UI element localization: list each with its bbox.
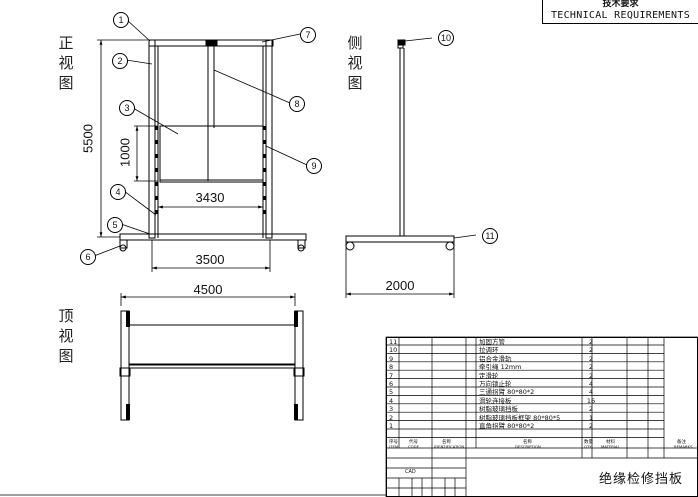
bom-item-name: 加固方管 <box>479 338 505 346</box>
balloon-9: 9 <box>306 158 322 174</box>
bom-item-no: 10 <box>389 346 398 355</box>
dimension-base-width: 3500 <box>195 252 225 267</box>
bom-item-name: 拉调环 <box>479 346 499 355</box>
bom-item-name: 铝合金滑轨 <box>479 354 512 363</box>
bom-item-no: 1 <box>389 422 394 430</box>
bom-item-name: 树脂玻璃挡板 <box>479 405 518 414</box>
balloon-4: 4 <box>110 184 126 200</box>
bom-header-code-en: CODE <box>408 444 419 449</box>
front-view <box>119 39 307 252</box>
bom-header-description: 名称 <box>523 440 532 445</box>
front-left-post <box>148 39 156 239</box>
bom-item-qty: 2 <box>588 346 594 355</box>
bom-header-item: 序号 <box>389 440 398 445</box>
bom-item-qty: 1 <box>588 413 594 422</box>
bom-item-qty: 2 <box>588 422 594 430</box>
dimension-inner-width: 3430 <box>195 190 225 205</box>
technical-requirements-title-cn: 技术要求 <box>602 0 639 9</box>
bom-header-material-en: MATERIAL <box>601 444 620 449</box>
balloon-5: 5 <box>107 217 123 233</box>
front-view-label: 正视图 <box>58 34 74 92</box>
side-base-bar <box>345 235 455 243</box>
balloon-1: 1 <box>113 12 129 28</box>
bom-header-code: 代号 <box>409 440 418 445</box>
bom-item-no: 3 <box>389 405 394 414</box>
balloon-7: 7 <box>300 27 316 43</box>
bom-item-name: 滑轮连接板 <box>479 396 512 405</box>
bom-header-remarks: 备注 <box>677 440 686 445</box>
technical-requirements-title-en: TECHNICAL REQUIREMENTS <box>550 10 691 21</box>
bom-item-name: 直角拐臂 80*80*2 <box>479 422 535 430</box>
bom-item-no: 9 <box>389 354 394 363</box>
balloon-8: 8 <box>289 96 305 112</box>
bom-header-identification-en: IDENTIFICATION <box>434 444 465 449</box>
bom-header-qty: 数量 <box>584 440 593 445</box>
side-view <box>345 37 477 298</box>
bom-item-qty: 2 <box>588 371 594 380</box>
balloon-2: 2 <box>112 53 128 69</box>
bom-item-no: 4 <box>389 396 394 405</box>
dimension-side-depth: 2000 <box>385 278 415 293</box>
bom-item-name: 定滑轮 <box>479 371 499 380</box>
title-block-mark: CAD <box>405 469 416 475</box>
dimension-top-width: 4500 <box>193 282 223 297</box>
bom-item-qty: 4 <box>588 380 594 388</box>
bom-item-name: 三通拐臂 80*80*2 <box>479 388 535 397</box>
bom-header-item-en: ITEM <box>389 444 399 449</box>
bom-item-name: 万向锁止轮 <box>479 380 512 388</box>
bom-header-material: 材料 <box>606 440 615 445</box>
bom-item-name: 牵引绳 12mm <box>479 363 522 372</box>
bom-item-no: 8 <box>389 363 394 372</box>
balloon-10: 10 <box>438 30 454 46</box>
front-panel <box>159 125 264 183</box>
bom-header-qty-en: QTY <box>584 444 592 449</box>
bom-item-qty: 4 <box>588 388 594 397</box>
bom-item-qty: 2 <box>588 363 594 372</box>
part-name: 绝缘检修挡板 <box>599 472 684 487</box>
technical-requirements-box: 技术要求 TECHNICAL REQUIREMENTS <box>542 0 698 24</box>
bom-item-qty: 2 <box>588 405 594 414</box>
front-leaders <box>93 19 308 257</box>
balloon-3: 3 <box>119 100 135 116</box>
bom-item-no: 5 <box>389 388 394 397</box>
bom-item-name: 树脂玻璃挡板框架 80*80*5 <box>479 413 561 422</box>
front-dimensions <box>97 39 271 272</box>
bom-header-identification: 名称 <box>442 440 451 445</box>
top-view-label: 顶视图 <box>58 307 74 365</box>
dimension-height: 5500 <box>80 124 96 153</box>
front-base-bar <box>119 233 307 241</box>
balloon-11: 11 <box>482 228 498 244</box>
front-right-post <box>265 39 273 239</box>
balloon-6: 6 <box>80 249 96 265</box>
bom-item-qty: 16 <box>586 396 596 405</box>
bom-item-no: 11 <box>389 338 398 346</box>
side-view-label: 侧视图 <box>347 34 363 92</box>
bom-item-no: 6 <box>389 380 394 388</box>
dimension-panel-height: 1000 <box>117 138 133 167</box>
top-view <box>119 293 305 421</box>
bom-header-description-en: DESCRIPTION <box>515 444 541 449</box>
bom-item-no: 2 <box>389 413 394 422</box>
bom-item-qty: 2 <box>588 338 594 346</box>
bom-item-no: 7 <box>389 371 394 380</box>
title-block: 11 加固方管 2 10 拉调环 2 9 铝合金滑轨 2 8 牵引绳 12mm … <box>386 337 698 497</box>
bom-header-remarks-en: REMARKS <box>674 444 693 449</box>
bom-item-qty: 2 <box>588 354 594 363</box>
